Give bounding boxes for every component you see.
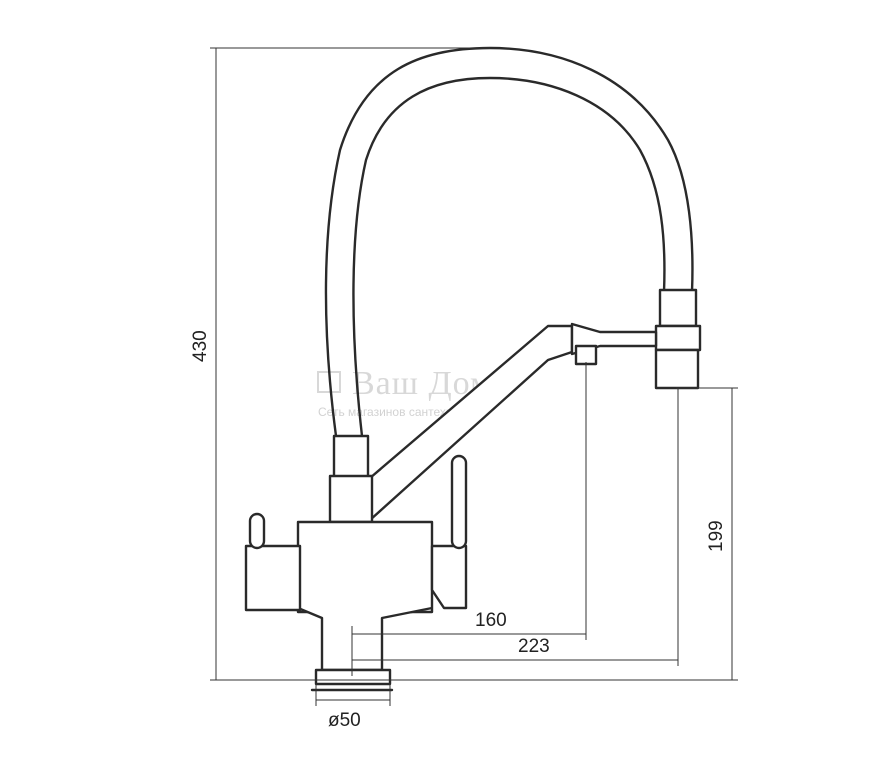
spout-head xyxy=(654,288,702,390)
left-handle-lever xyxy=(248,512,266,550)
body-base-flange xyxy=(314,668,392,686)
dim-199-label: 199 xyxy=(706,520,727,552)
dim-50-label: ø50 xyxy=(328,710,361,731)
head-connector xyxy=(654,324,702,352)
dimension-base-diameter: ø50 xyxy=(315,684,391,731)
left-handle xyxy=(244,512,302,612)
body-main-column xyxy=(296,520,434,614)
filter-spout-nozzle xyxy=(574,344,598,366)
dim-223-label: 223 xyxy=(518,636,550,657)
dimension-filter-reach: 160 xyxy=(351,362,587,676)
spout-inner-edge xyxy=(352,76,666,438)
dimension-spout-height: 199 xyxy=(676,387,738,680)
body-lower-neck xyxy=(297,606,433,672)
dim-160-label: 160 xyxy=(475,610,507,631)
dimension-total-height: 430 xyxy=(190,47,738,681)
right-handle xyxy=(430,454,468,610)
dim-430-label: 430 xyxy=(190,330,211,362)
right-handle-cylinder xyxy=(430,544,468,610)
right-handle-lever xyxy=(450,454,468,550)
head-collar xyxy=(658,288,698,328)
faucet-body xyxy=(296,474,434,692)
filter-spout xyxy=(368,322,658,522)
left-handle-cylinder xyxy=(244,544,302,612)
dimension-main-reach: 223 xyxy=(352,388,679,666)
body-upper-column xyxy=(328,474,374,524)
spout-base-sleeve xyxy=(332,434,370,480)
filter-spout-arm xyxy=(368,324,574,522)
watermark-tagline: Сеть магазинов сантехники xyxy=(318,405,471,419)
head-outlet xyxy=(654,348,700,390)
